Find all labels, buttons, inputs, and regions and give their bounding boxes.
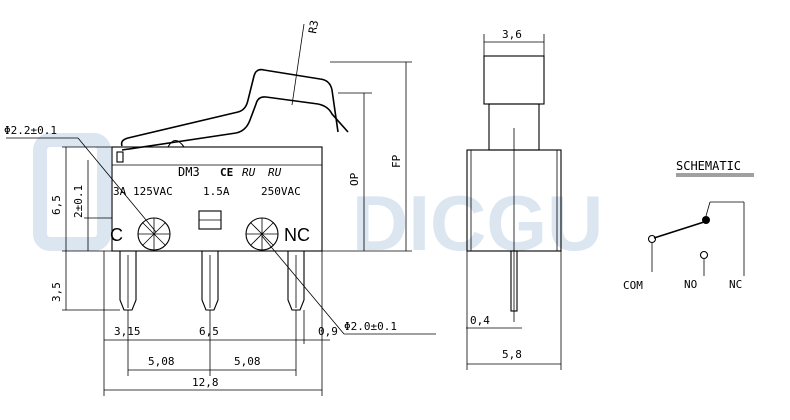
dim-pitch-2: 5,08 (234, 355, 261, 368)
dim-pitch-1: 5,08 (148, 355, 175, 368)
ce-mark: CE (220, 166, 233, 179)
dim-total-width: 12,8 (192, 376, 219, 389)
dim-side-body-width: 5,8 (502, 348, 522, 361)
side-pin (510, 250, 518, 312)
schematic-com-label: COM (623, 279, 643, 292)
hole-dia-top-leader (77, 137, 157, 233)
terminal-pins (119, 251, 305, 311)
model-label: DM3 (178, 165, 200, 179)
lever-upper (120, 68, 339, 147)
switch-arm (653, 221, 705, 239)
ul-mark-2: RU (268, 166, 282, 179)
dim-pin-length: 3,5 (50, 282, 63, 302)
hole-dia-bottom-leader (261, 235, 345, 335)
dim-pin-spacing-mid: 6,5 (199, 325, 219, 338)
switch-body (111, 146, 323, 252)
no-contact (699, 250, 709, 260)
schematic-no-label: NO (684, 278, 697, 291)
rating-current-2: 1.5A (203, 185, 230, 198)
switch-arm-tip (702, 216, 710, 224)
schematic: SCHEMATIC COM NO NC (623, 159, 754, 292)
terminal-nc-label: NC (284, 225, 310, 245)
rating-current: 3A (113, 185, 127, 198)
rating-voltage-2: 250VAC (261, 185, 301, 198)
rating-voltage: 125VAC (133, 185, 173, 198)
terminal-c-label: C (110, 225, 123, 245)
com-contact (647, 234, 657, 244)
lever-lower (121, 96, 349, 151)
dim-side-top-width: 3,6 (502, 28, 522, 41)
hole-dia-top-label: Φ2.2±0.1 (4, 124, 57, 137)
hole-dia-bottom-label: Φ2.0±0.1 (344, 320, 397, 333)
actuator-button (167, 139, 185, 148)
dim-pin-thickness: 0,9 (318, 325, 338, 338)
radius-leader (291, 23, 305, 106)
schematic-title: SCHEMATIC (676, 159, 741, 173)
schematic-nc-label: NC (729, 278, 742, 291)
side-view: 3,6 0,4 5,8 (466, 28, 562, 370)
dim-hole-height: 2±0.1 (72, 185, 85, 218)
dim-side-pin-thickness: 0,4 (470, 314, 490, 327)
ul-mark: RU (242, 166, 256, 179)
lever-radius-label: R3 (306, 19, 321, 34)
front-view: R3 DM3 CE RU RU 3A 125VAC 1.5A 250VAC C … (4, 19, 436, 396)
dim-body-height: 6,5 (50, 195, 63, 215)
watermark-text: DICGU (352, 179, 603, 267)
side-lever-top (483, 55, 545, 105)
dim-pin-offset: 3,15 (114, 325, 141, 338)
op-label: OP (348, 172, 361, 186)
body-notch (116, 151, 124, 163)
fp-label: FP (390, 154, 403, 168)
